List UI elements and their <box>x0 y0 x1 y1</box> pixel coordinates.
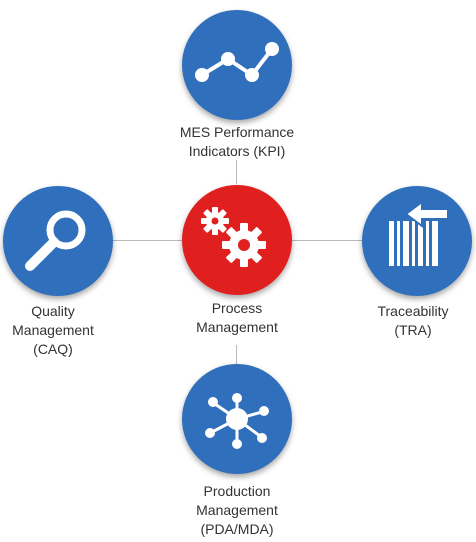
caq-label: Quality Management (CAQ) <box>12 303 94 357</box>
tra-label: Traceability (TRA) <box>377 303 449 338</box>
tra-node[interactable] <box>362 186 472 296</box>
process-node[interactable] <box>182 185 292 295</box>
network-hub-icon <box>205 393 269 449</box>
kpi-label: MES Performance Indicators (KPI) <box>179 124 295 159</box>
kpi-node[interactable] <box>182 10 292 120</box>
line-chart-icon <box>195 42 279 82</box>
process-label: Process Management <box>196 300 278 335</box>
connector-top <box>236 160 237 184</box>
connector-bottom <box>236 345 237 367</box>
connector-left <box>110 240 182 241</box>
barcode-arrow-icon <box>389 200 449 266</box>
magnifier-icon <box>25 210 86 271</box>
gears-icon <box>201 207 266 267</box>
pda-label: Production Management (PDA/MDA) <box>196 483 278 537</box>
connector-right <box>292 240 362 241</box>
caq-node[interactable] <box>3 186 113 296</box>
pda-node[interactable] <box>182 364 292 474</box>
